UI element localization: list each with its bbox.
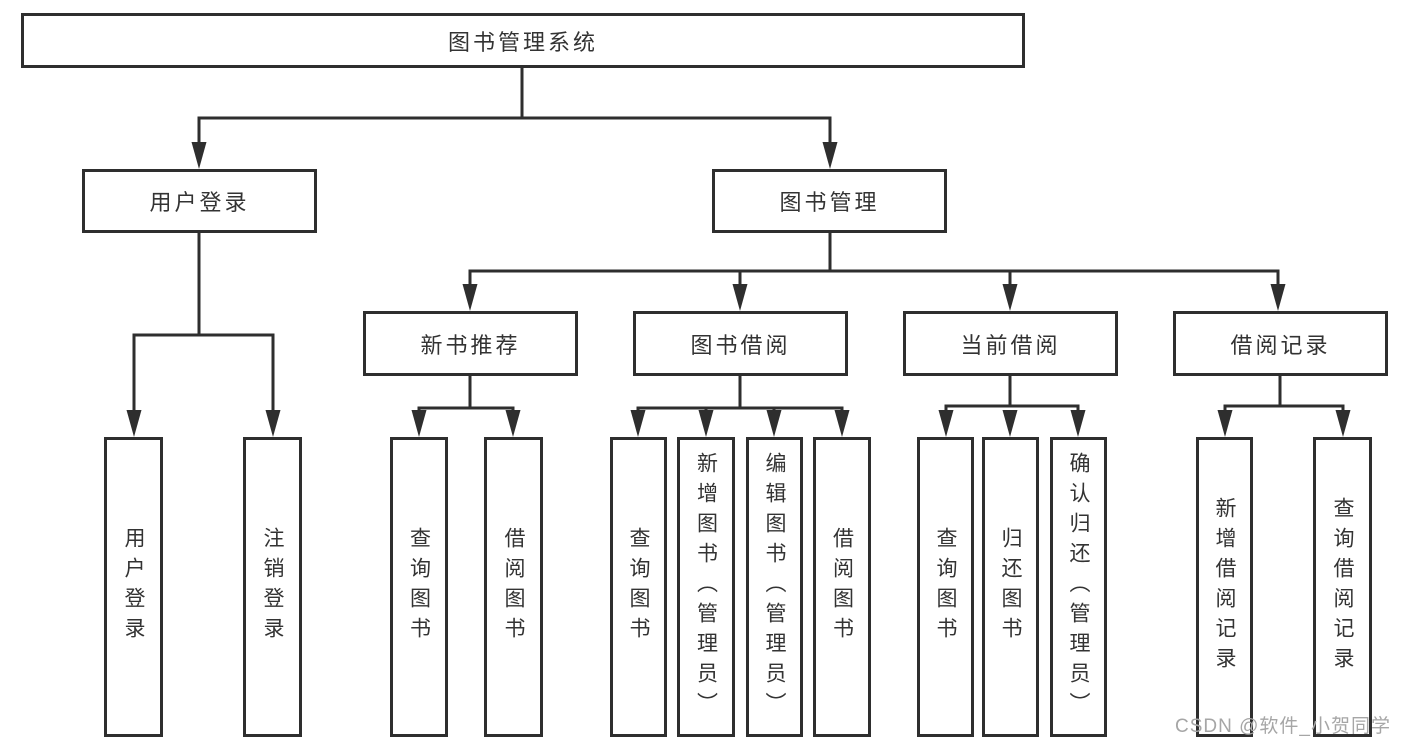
arrowhead-down [1002, 410, 1018, 437]
node-book-borrow: 图书借阅 [633, 311, 848, 376]
arrowhead-down [938, 410, 954, 437]
leaf-borrow-books: 借阅图书 [813, 437, 871, 737]
arrowhead-down [834, 410, 850, 437]
arrowhead-down [462, 284, 478, 311]
node-borrow-records: 借阅记录 [1173, 311, 1388, 376]
node-current-borrow: 当前借阅 [903, 311, 1118, 376]
node-new-book-recommend: 新书推荐 [363, 311, 578, 376]
leaf-query-books-recommend: 查询图书 [390, 437, 448, 737]
arrowhead-down [191, 142, 207, 169]
leaf-return-book: 归还图书 [982, 437, 1039, 737]
arrowhead-down [1270, 284, 1286, 311]
arrowhead-down [1070, 410, 1086, 437]
node-user-login: 用户登录 [82, 169, 317, 233]
leaf-user-login: 用户登录 [104, 437, 163, 737]
leaf-edit-book-admin: 编辑图书（管理员） [746, 437, 803, 737]
leaf-confirm-return-admin: 确认归还（管理员） [1050, 437, 1107, 737]
leaf-query-books-current: 查询图书 [917, 437, 974, 737]
leaf-add-book-admin: 新增图书（管理员） [677, 437, 735, 737]
arrowhead-down [630, 410, 646, 437]
arrowhead-down [698, 410, 714, 437]
arrowhead-down [265, 410, 281, 437]
arrowhead-down [411, 410, 427, 437]
leaf-query-books-borrow: 查询图书 [610, 437, 667, 737]
leaf-borrow-books-recommend: 借阅图书 [484, 437, 543, 737]
arrowhead-down [732, 284, 748, 311]
csdn-watermark: CSDN @软件_小贺同学 [1175, 716, 1391, 737]
arrowhead-down [766, 410, 782, 437]
arrowhead-down [1002, 284, 1018, 311]
arrowhead-down [822, 142, 838, 169]
arrowhead-down [126, 410, 142, 437]
node-book-management: 图书管理 [712, 169, 947, 233]
leaf-query-borrow-record: 查询借阅记录 [1313, 437, 1372, 737]
leaf-logout: 注销登录 [243, 437, 302, 737]
leaf-add-borrow-record: 新增借阅记录 [1196, 437, 1253, 737]
arrowhead-down [1335, 410, 1351, 437]
arrowhead-down [505, 410, 521, 437]
arrowhead-down [1217, 410, 1233, 437]
node-library-system: 图书管理系统 [21, 13, 1025, 68]
